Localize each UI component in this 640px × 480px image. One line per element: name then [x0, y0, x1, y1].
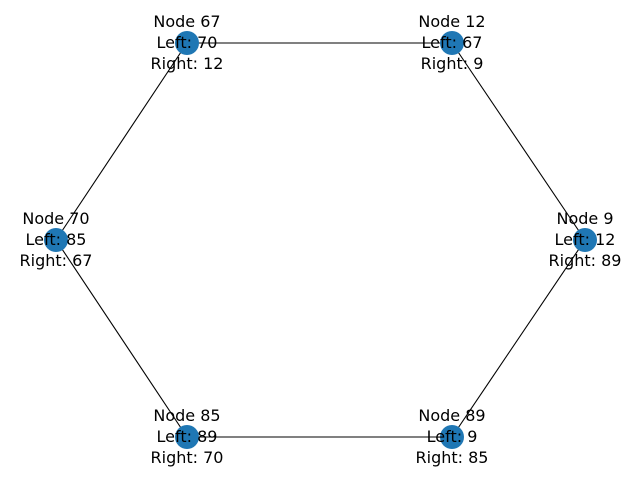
- edge-70-67: [55, 42, 188, 241]
- node-label-line: Node 70: [22, 209, 89, 228]
- node-85: [175, 425, 199, 449]
- node-label-line: Node 12: [418, 12, 485, 31]
- edge-9-89: [451, 239, 586, 438]
- node-label-9: Node 9 Left: 12 Right: 89: [549, 209, 622, 270]
- node-label-line: Right: 89: [549, 251, 622, 270]
- node-label-line: Left: 9: [427, 427, 478, 446]
- node-label-line: Left: 89: [157, 427, 218, 446]
- node-label-70: Node 70 Left: 85 Right: 67: [20, 209, 93, 270]
- node-label-line: Left: 67: [422, 33, 483, 52]
- node-label-line: Node 9: [556, 209, 613, 228]
- node-label-line: Right: 70: [151, 448, 224, 467]
- node-label-line: Node 85: [153, 406, 220, 425]
- node-label-line: Node 89: [418, 406, 485, 425]
- node-label-12: Node 12 Left: 67 Right: 9: [418, 12, 485, 73]
- node-70: [44, 228, 68, 252]
- node-12: [440, 31, 464, 55]
- node-label-line: Right: 67: [20, 251, 93, 270]
- node-label-line: Left: 12: [555, 230, 616, 249]
- node-label-line: Right: 12: [151, 54, 224, 73]
- edge-85-70: [55, 239, 188, 438]
- node-label-67: Node 67 Left: 70 Right: 12: [151, 12, 224, 73]
- node-67: [175, 31, 199, 55]
- edge-layer: [55, 42, 586, 438]
- node-9: [573, 228, 597, 252]
- node-label-line: Left: 85: [26, 230, 87, 249]
- node-label-89: Node 89 Left: 9 Right: 85: [416, 406, 489, 467]
- edge-12-9: [451, 42, 586, 241]
- node-label-85: Node 85 Left: 89 Right: 70: [151, 406, 224, 467]
- node-label-line: Right: 9: [421, 54, 484, 73]
- node-label-line: Left: 70: [157, 33, 218, 52]
- label-layer: Node 67 Left: 70 Right: 12 Node 12 Left: 67 R…: [20, 12, 622, 467]
- node-89: [440, 425, 464, 449]
- node-layer: [44, 31, 597, 449]
- node-label-line: Node 67: [153, 12, 220, 31]
- node-label-line: Right: 85: [416, 448, 489, 467]
